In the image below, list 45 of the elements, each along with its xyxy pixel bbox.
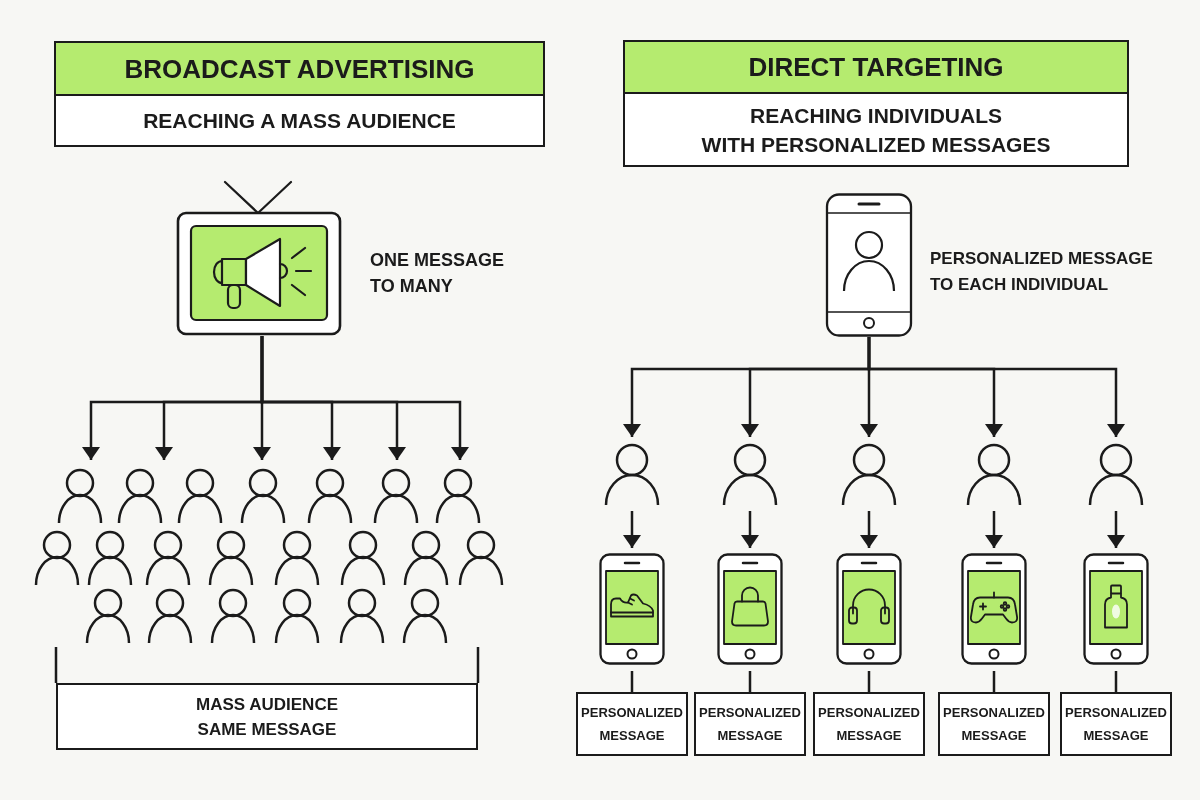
arrow [623,511,641,548]
smartphone-illustration [599,553,665,665]
message-text: PERSONALIZED MESSAGE [699,704,801,745]
person-icon [1088,443,1144,506]
side-note: ONE MESSAGE TO MANY [370,249,505,298]
connector-line [867,671,871,692]
arrow [860,511,878,548]
panel-subheading: REACHING INDIVIDUALS WITH PERSONALIZED MESSAGES [701,102,1051,158]
summary-box [56,683,478,750]
person-icon [604,443,660,506]
arrow [260,336,469,460]
side-note: PERSONALIZED MESSAGE TO EACH INDIVIDUAL [930,248,1153,296]
panel-heading: DIRECT TARGETING [748,52,1004,82]
header-panel [623,40,1129,167]
television-illustration [176,180,342,336]
arrow [985,511,1003,548]
message-box [1060,692,1172,756]
message-box [938,692,1050,756]
smartphone-illustration [825,193,913,337]
message-box [694,692,806,756]
panel-heading: BROADCAST ADVERTISING [124,53,475,84]
person-icon [966,443,1022,506]
panel-subheading: REACHING A MASS AUDIENCE [143,108,456,134]
message-text: PERSONALIZED MESSAGE [943,704,1045,745]
crowd-illustration [34,468,504,645]
message-text: PERSONALIZED MESSAGE [581,704,683,745]
header-panel [54,41,545,147]
smartphone-illustration [836,553,902,665]
message-box [813,692,925,756]
smartphone-illustration [961,553,1027,665]
arrow [867,337,1125,437]
message-text: PERSONALIZED MESSAGE [818,704,920,745]
connector-line [630,671,634,692]
smartphone-illustration [1083,553,1149,665]
message-text: PERSONALIZED MESSAGE [1065,704,1167,745]
person-icon [841,443,897,506]
summary-text: MASS AUDIENCE SAME MESSAGE [196,693,338,741]
arrow [1107,511,1125,548]
arrow [741,511,759,548]
smartphone-illustration [717,553,783,665]
message-box [576,692,688,756]
person-icon [722,443,778,506]
connector-line [748,671,752,692]
connector-line [1114,671,1118,692]
connector-line [992,671,996,692]
